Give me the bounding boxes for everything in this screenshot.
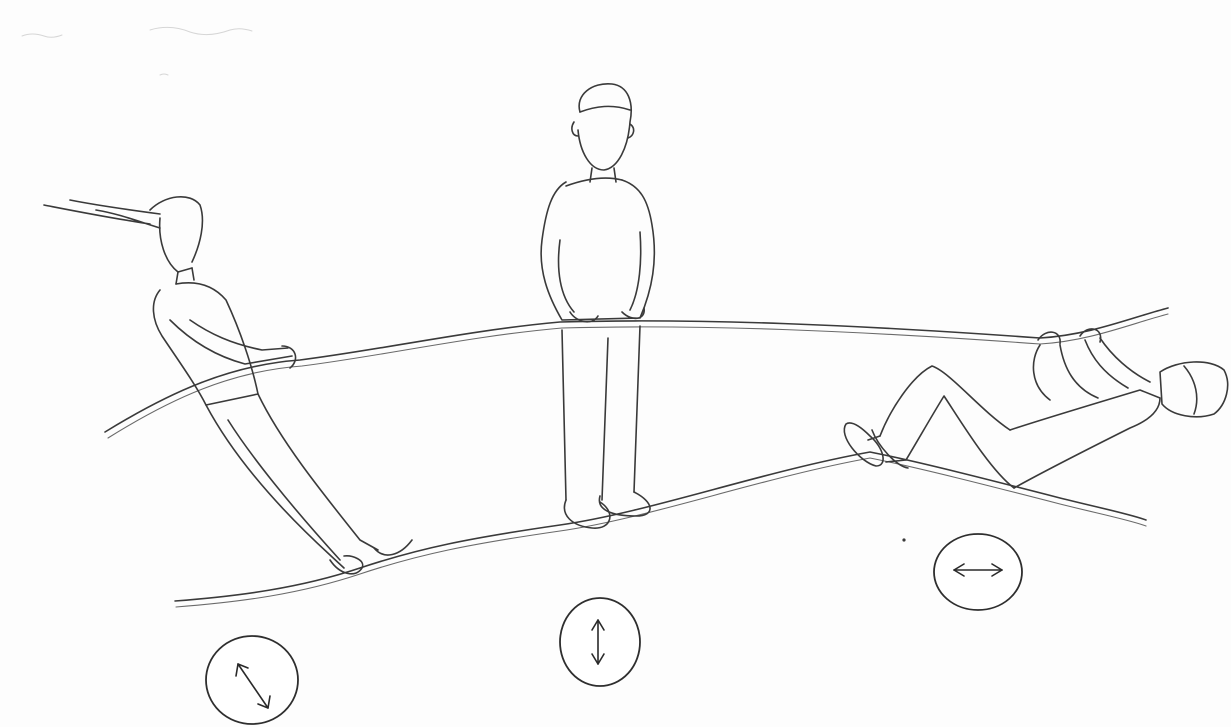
lying-figure [844, 329, 1227, 488]
leaning-figure [44, 197, 412, 574]
vertical-arrow-badge [560, 598, 640, 686]
standing-figure [541, 84, 654, 528]
pencil-dot [902, 538, 905, 541]
horizontal-arrow-badge [934, 534, 1022, 610]
diagonal-arrow-badge [206, 636, 298, 724]
paper-smudges [22, 27, 252, 75]
